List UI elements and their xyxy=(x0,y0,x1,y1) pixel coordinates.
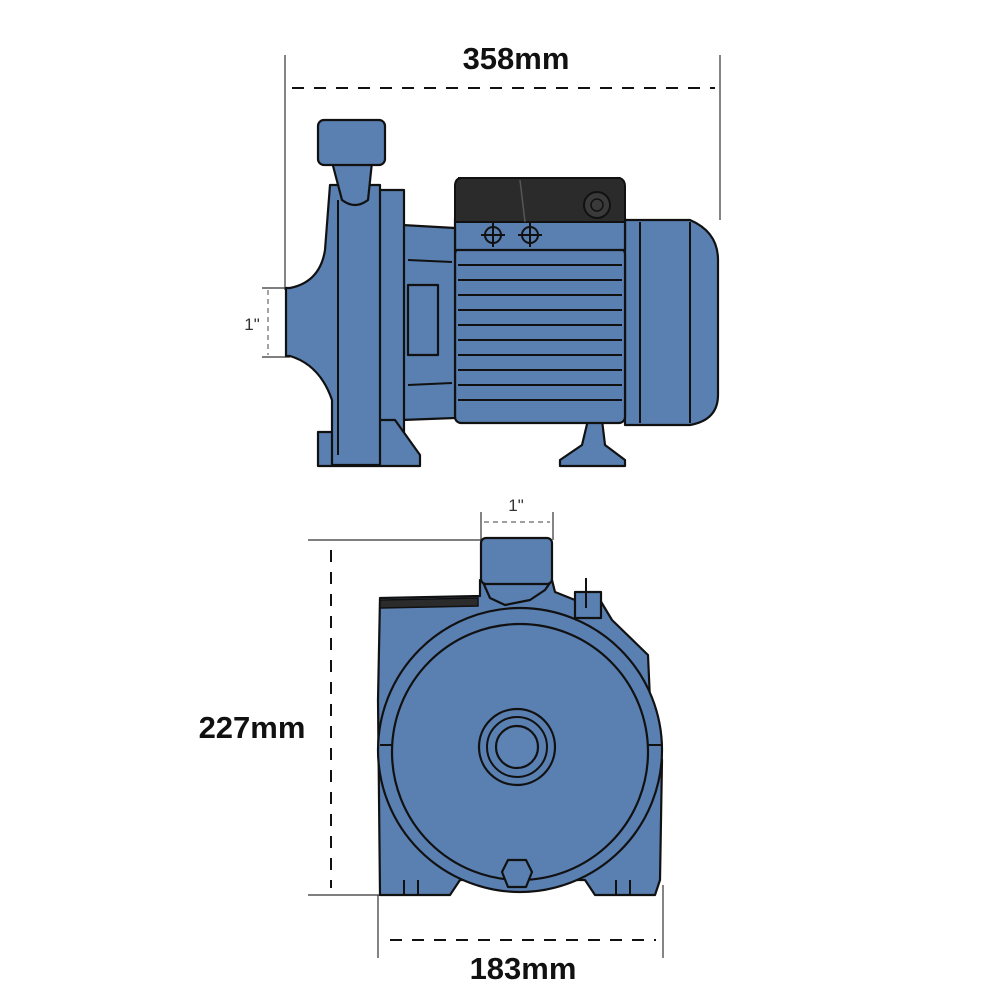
side-view: 358mm 1" xyxy=(244,41,721,468)
terminal-box xyxy=(454,177,626,223)
screw-icon xyxy=(518,223,542,247)
drain-plug xyxy=(500,858,534,889)
screw-icon xyxy=(481,223,505,247)
pump-volute xyxy=(284,183,382,467)
height-label: 227mm xyxy=(199,710,306,745)
priming-plug xyxy=(573,590,603,620)
inlet-size-label: 1" xyxy=(244,315,260,334)
fan-cover xyxy=(623,218,720,427)
motor-body xyxy=(453,246,627,425)
shaft-window xyxy=(406,283,440,357)
length-label: 358mm xyxy=(463,41,570,76)
outlet-neck xyxy=(330,160,374,207)
cable-gland-icon xyxy=(583,191,611,219)
motor-foot xyxy=(558,418,627,468)
outlet-port xyxy=(316,118,387,167)
front-view: 1" 227mm 183mm xyxy=(199,496,664,986)
terminal-box-edge xyxy=(379,597,479,609)
outlet-size-label: 1" xyxy=(508,496,524,515)
width-label: 183mm xyxy=(470,951,577,986)
outlet-port-front xyxy=(479,536,554,586)
